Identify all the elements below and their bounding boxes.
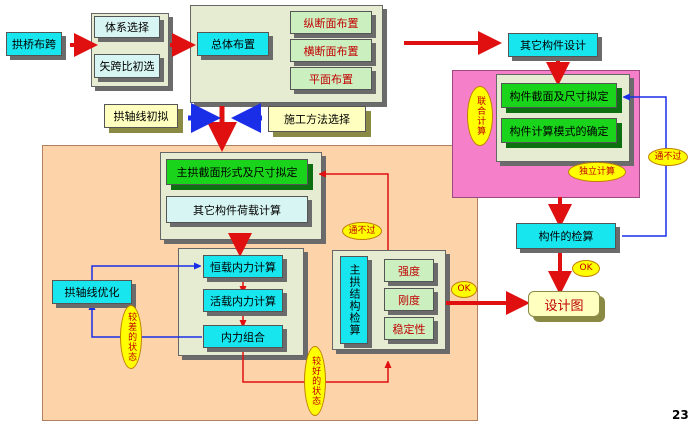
member-check-box: 构件的检算: [516, 223, 616, 249]
longitudinal-layout-box: 纵断面布置: [290, 11, 372, 34]
span-layout-box: 拱桥布跨: [6, 32, 62, 56]
other-member-design-box: 其它构件设计: [508, 33, 598, 57]
arrow-optimize-to-dead: [91, 266, 198, 280]
worse-state-label: 较差的状态: [120, 305, 142, 369]
better-state-label: 较好的状态: [304, 346, 326, 416]
joint-calc-label: 联合计算: [467, 86, 493, 146]
arrow-combo-to-optimize: [92, 306, 202, 338]
rise-span-ratio-box: 矢跨比初选: [94, 54, 160, 78]
not-pass-center-label: 通不过: [342, 222, 382, 240]
general-layout-box: 总体布置: [197, 32, 269, 56]
ok-right-label: OK: [572, 260, 600, 277]
ok-center-label: OK: [451, 281, 477, 298]
live-load-force-box: 活载内力计算: [203, 289, 283, 312]
transverse-layout-box: 横断面布置: [290, 39, 372, 62]
strength-box: 强度: [384, 259, 434, 282]
member-calc-mode-box: 构件计算模式的确定: [501, 118, 617, 143]
arrow-fail-to-section: [322, 174, 389, 250]
dead-load-force-box: 恒载内力计算: [203, 255, 283, 278]
stiffness-box: 刚度: [384, 288, 434, 311]
other-load-calc-box: 其它构件荷载计算: [166, 196, 308, 223]
plan-layout-box: 平面布置: [290, 67, 372, 90]
arch-axis-optimize-box: 拱轴线优化: [52, 280, 132, 304]
main-arch-section-box: 主拱截面形式及尺寸拟定: [166, 159, 308, 185]
design-drawing-box: 设计图: [528, 291, 600, 317]
not-pass-right-label: 通不过: [648, 148, 688, 166]
arrow-member-fail-back: [622, 97, 667, 237]
page-number: 23: [672, 408, 689, 422]
force-combination-box: 内力组合: [203, 325, 283, 348]
independent-calc-label: 独立计算: [568, 162, 626, 182]
system-select-box: 体系选择: [94, 16, 160, 38]
main-arch-check-box: 主拱结构检算: [340, 256, 368, 344]
arch-axis-draft-box: 拱轴线初拟: [104, 104, 178, 128]
member-section-box: 构件截面及尺寸拟定: [501, 83, 617, 108]
stability-box: 稳定性: [384, 317, 434, 340]
construction-method-box: 施工方法选择: [268, 106, 366, 132]
